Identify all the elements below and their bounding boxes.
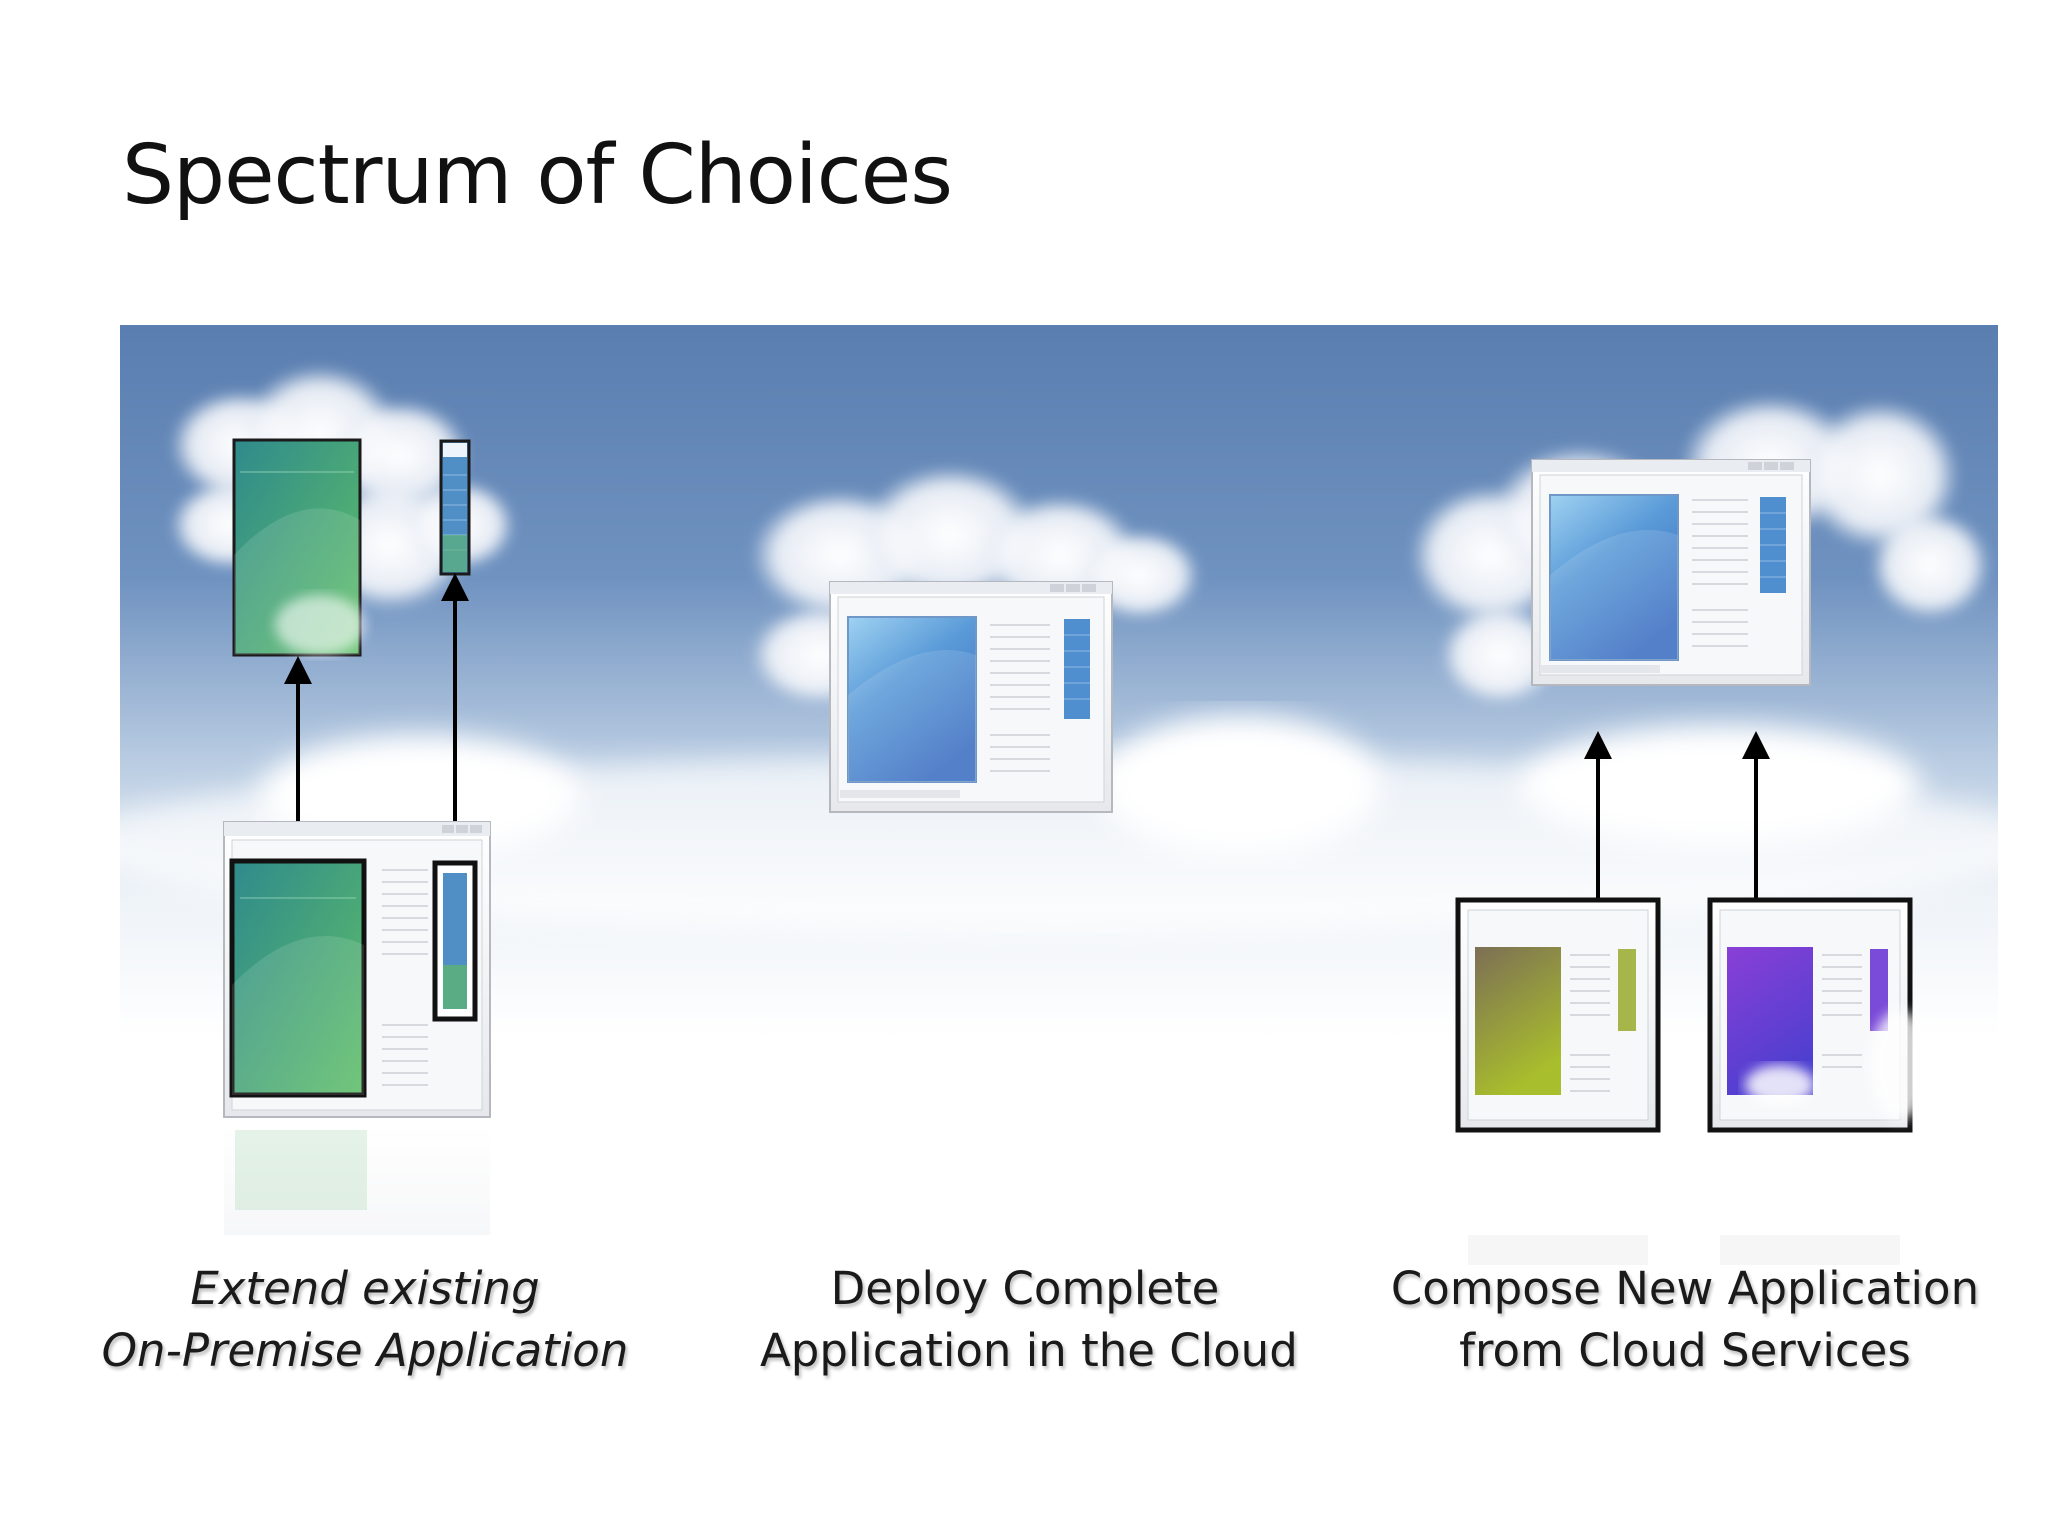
caption-line: Compose New Application [1390, 1262, 1980, 1315]
caption-line: Application in the Cloud [760, 1324, 1298, 1377]
extend-app-cloud-panel [232, 438, 365, 657]
cloud-scene-illustration [120, 325, 1998, 1475]
caption-compose-from-services: Compose New Application from Cloud Servi… [1390, 1258, 1980, 1382]
cloud-app-window-icon [829, 581, 1113, 813]
caption-line: from Cloud Services [1459, 1324, 1911, 1377]
composed-app-window-icon [1531, 459, 1811, 686]
on-premise-app-window-icon [223, 821, 491, 1235]
extend-app-cloud-strip [439, 439, 471, 576]
caption-line: Extend existing [190, 1262, 540, 1315]
cloud-service-window-icon [1455, 897, 1661, 1133]
caption-line: Deploy Complete [830, 1262, 1220, 1315]
caption-deploy-in-cloud: Deploy Complete Application in the Cloud [760, 1258, 1298, 1382]
caption-line: On-Premise Application [101, 1324, 629, 1377]
caption-extend-on-premise: Extend existing On-Premise Application [100, 1258, 630, 1382]
slide-title: Spectrum of Choices [122, 128, 953, 223]
cloud-scene [120, 325, 1998, 1475]
cloud-service-window-icon [1707, 897, 1930, 1133]
cloud-icon [260, 715, 1920, 855]
